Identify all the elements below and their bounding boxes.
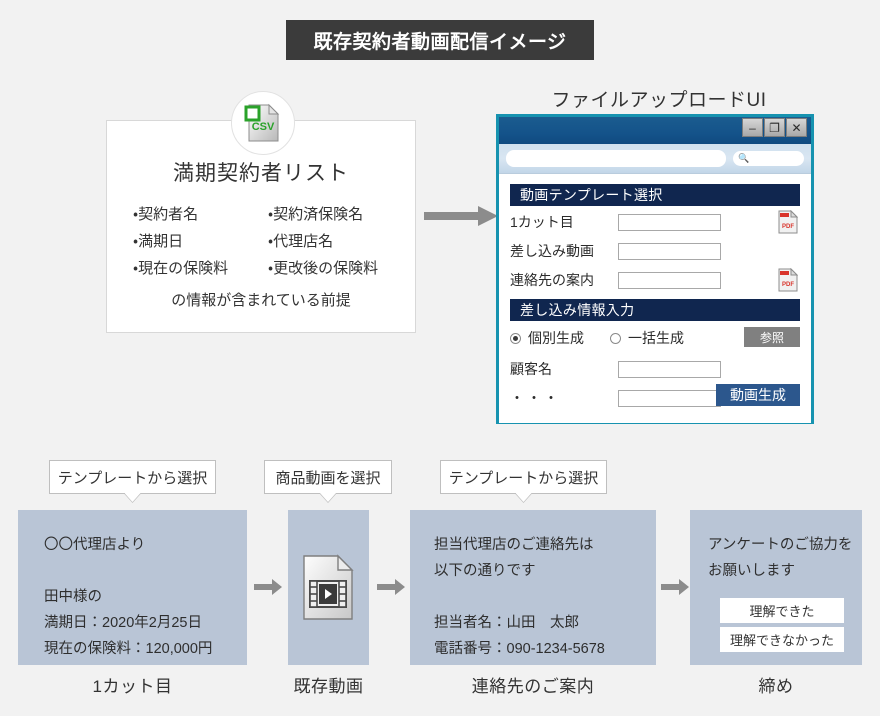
- search-input[interactable]: 🔍: [733, 151, 804, 166]
- survey-button-group: 理解できた 理解できなかった: [690, 584, 862, 652]
- address-input[interactable]: [506, 150, 726, 167]
- window-titlebar: – ❐ ✕: [499, 117, 811, 144]
- flow-caption-cut1: 1カット目: [92, 677, 173, 696]
- csv-source-card: 満期契約者リスト ・契約者名 ・満期日 ・現在の保険料 ・契約済保険名 ・代理店…: [106, 120, 416, 333]
- template-row-input[interactable]: [618, 213, 721, 231]
- generation-mode-radio-group: 個別生成 一括生成 参照: [510, 323, 800, 353]
- customer-name-input[interactable]: [618, 360, 721, 378]
- csv-field-item: ・満期日: [133, 233, 184, 250]
- csv-field-item: ・代理店名: [268, 233, 334, 250]
- callout-label: テンプレートから選択: [448, 469, 599, 487]
- csv-field-item: ・契約済保険名: [268, 206, 364, 223]
- csv-card-title: 満期契約者リスト: [173, 162, 349, 185]
- generate-video-button[interactable]: 動画生成: [716, 384, 800, 406]
- flow-panel-existing-video: [288, 510, 369, 665]
- radio-dot-icon: [510, 332, 521, 344]
- svg-text:CSV: CSV: [252, 121, 275, 133]
- svg-text:PDF: PDF: [782, 224, 794, 230]
- window-body: 動画テンプレート選択 1カット目 PDF 差し込み動画 連絡先の案内: [499, 174, 811, 423]
- csv-card-note: の情報が含まれている前提: [171, 292, 351, 309]
- radio-option-label: 一括生成: [628, 330, 684, 346]
- template-row-cut1: 1カット目 PDF: [510, 209, 800, 235]
- callout-template-select-2: テンプレートから選択: [440, 460, 607, 494]
- flow-panel-text: 担当代理店のご連絡先は 以下の通りです 担当者名：山田 太郎 電話番号：090-…: [434, 537, 605, 657]
- pdf-icon[interactable]: PDF: [778, 267, 799, 292]
- template-row-input[interactable]: [618, 271, 721, 289]
- csv-field-item: ・現在の保険料: [133, 260, 229, 277]
- flow-arrow-to-upload-ui: [424, 205, 498, 227]
- page-title-banner: 既存契約者動画配信イメージ: [286, 20, 594, 60]
- pdf-icon[interactable]: PDF: [778, 209, 799, 234]
- flow-caption-closing: 締め: [758, 677, 794, 696]
- template-row-contact: 連絡先の案内 PDF: [510, 267, 800, 293]
- template-row-label: 差し込み動画: [510, 243, 594, 259]
- radio-option-label: 個別生成: [528, 330, 584, 346]
- template-row-label: 1カット目: [510, 214, 574, 230]
- callout-label: テンプレートから選択: [57, 469, 208, 487]
- template-row-input[interactable]: [618, 242, 721, 260]
- minimize-button[interactable]: –: [742, 118, 763, 137]
- flow-arrow-2: [377, 578, 405, 596]
- flow-caption-existing-video: 既存動画: [293, 677, 364, 696]
- window-toolbar: 🔍: [499, 144, 811, 174]
- input-row-customer-name: 顧客名: [510, 356, 800, 382]
- csv-field-column-left: ・契約者名 ・満期日 ・現在の保険料: [133, 201, 256, 282]
- browse-button[interactable]: 参照: [744, 327, 800, 347]
- flow-panel-cut1: 〇〇代理店より 田中様の 満期日：2020年2月25日 現在の保険料：120,0…: [18, 510, 247, 665]
- survey-button-not-understood[interactable]: 理解できなかった: [720, 627, 844, 652]
- csv-field-column-right: ・契約済保険名 ・代理店名 ・更改後の保険料: [268, 201, 391, 282]
- page-title-text: 既存契約者動画配信イメージ: [313, 31, 567, 53]
- video-file-icon: [288, 510, 369, 665]
- input-row-label: ・・・: [510, 390, 561, 406]
- flow-panel-text: アンケートのご協力を お願いします: [708, 537, 853, 579]
- flow-arrow-3: [661, 578, 689, 596]
- csv-field-item: ・契約者名: [133, 206, 199, 223]
- flow-arrow-1: [254, 578, 282, 596]
- csv-file-icon: CSV: [231, 91, 295, 155]
- radio-dot-icon: [610, 332, 621, 344]
- maximize-button[interactable]: ❐: [764, 118, 785, 137]
- template-row-label: 連絡先の案内: [510, 272, 594, 288]
- flow-panel-text: 〇〇代理店より 田中様の 満期日：2020年2月25日 現在の保険料：120,0…: [44, 537, 213, 657]
- close-button[interactable]: ✕: [786, 118, 807, 137]
- radio-option-individual[interactable]: 個別生成: [510, 328, 584, 348]
- section-header-template: 動画テンプレート選択: [510, 184, 800, 206]
- input-row-more: ・・・ 動画生成: [510, 384, 800, 411]
- flow-caption-contact-info: 連絡先のご案内: [471, 677, 595, 696]
- flow-panel-contact-info: 担当代理店のご連絡先は 以下の通りです 担当者名：山田 太郎 電話番号：090-…: [410, 510, 656, 665]
- file-upload-window: – ❐ ✕ 🔍 動画テンプレート選択 1カット目 PDF 差し込み動画: [496, 114, 814, 424]
- upload-ui-caption: ファイルアップロードUI: [551, 90, 767, 111]
- radio-option-batch[interactable]: 一括生成: [610, 328, 684, 348]
- input-row-label: 顧客名: [510, 361, 552, 377]
- more-input[interactable]: [618, 389, 721, 407]
- callout-template-select-1: テンプレートから選択: [49, 460, 216, 494]
- template-row-insert-video: 差し込み動画: [510, 238, 800, 264]
- magnifier-icon: 🔍: [738, 153, 750, 163]
- flow-panel-closing: アンケートのご協力を お願いします 理解できた 理解できなかった: [690, 510, 862, 665]
- csv-field-columns: ・契約者名 ・満期日 ・現在の保険料 ・契約済保険名 ・代理店名 ・更改後の保険…: [133, 201, 391, 282]
- section-header-insert-info: 差し込み情報入力: [510, 299, 800, 321]
- callout-product-video-select: 商品動画を選択: [264, 460, 392, 494]
- survey-button-understood[interactable]: 理解できた: [720, 598, 844, 623]
- svg-text:PDF: PDF: [782, 282, 794, 288]
- csv-field-item: ・更改後の保険料: [268, 260, 379, 277]
- callout-label: 商品動画を選択: [275, 469, 381, 487]
